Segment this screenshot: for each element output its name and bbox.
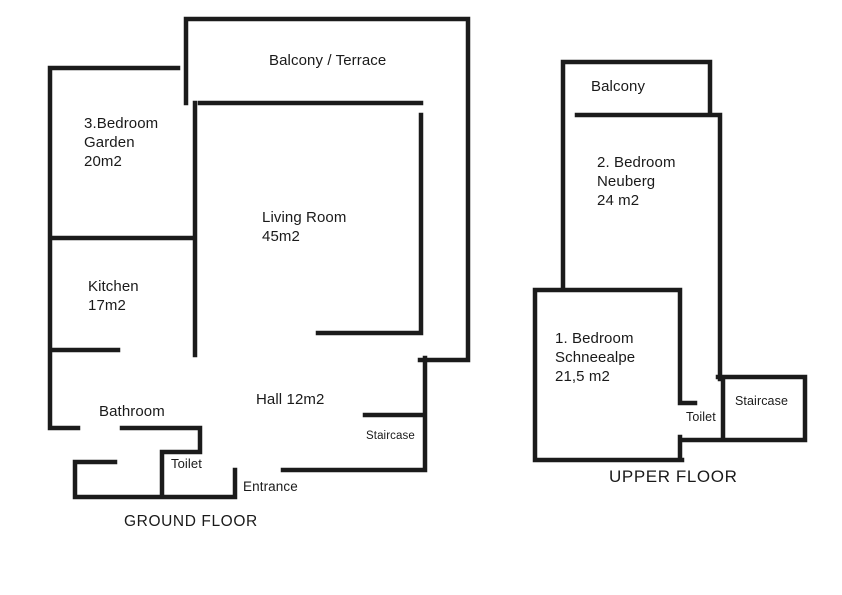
upper-floor-title: UPPER FLOOR (609, 467, 738, 486)
room-label-bedroom-neuberg: 2. Bedroom Neuberg 24 m2 (597, 154, 676, 209)
room-label-staircase-upper: Staircase (735, 394, 789, 408)
upper-floor-wall-lines (532, 59, 808, 463)
room-label-balcony-terrace: Balcony / Terrace (269, 52, 387, 69)
room-label-hall: Hall 12m2 (256, 391, 325, 408)
ground-floor-walls (47, 16, 471, 500)
room-label-toilet-upper: Toilet (686, 410, 716, 424)
room-label-entrance: Entrance (243, 479, 298, 494)
ground-floor-title: GROUND FLOOR (124, 513, 258, 530)
room-label-living-room: Living Room 45m2 (262, 209, 347, 245)
room-label-bathroom: Bathroom (99, 403, 165, 420)
ground-floor-wall-lines (47, 16, 471, 500)
upper-floor-walls (532, 59, 808, 463)
room-label-kitchen: Kitchen 17m2 (88, 278, 139, 314)
room-label-balcony-upper: Balcony (591, 78, 646, 95)
room-label-staircase-ground: Staircase (366, 430, 415, 442)
room-label-bedroom-schneealpe: 1. Bedroom Schneealpe 21,5 m2 (555, 330, 636, 385)
room-label-toilet-ground: Toilet (171, 456, 202, 471)
room-label-bedroom-garden: 3.Bedroom Garden 20m2 (84, 115, 159, 170)
